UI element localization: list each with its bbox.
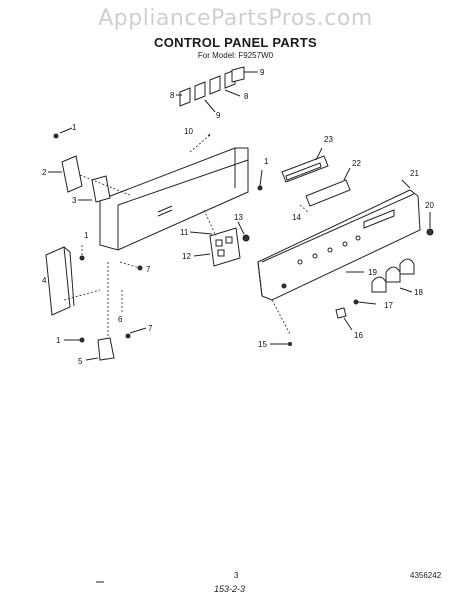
callout-2: 2 bbox=[42, 168, 47, 177]
handwritten-note: 153-2-3 bbox=[214, 584, 246, 594]
callout-7: 7 bbox=[148, 324, 153, 333]
callout-1: 1 bbox=[56, 336, 61, 345]
model-subtitle: For Model: F9257W0 bbox=[197, 51, 274, 60]
callout-1: 1 bbox=[72, 123, 77, 132]
callout-1: 1 bbox=[264, 157, 269, 166]
callout-12: 12 bbox=[182, 252, 191, 261]
callout-13: 13 bbox=[234, 213, 243, 222]
switch-board bbox=[281, 147, 351, 213]
callout-18: 18 bbox=[414, 288, 423, 297]
callout-1: 1 bbox=[84, 231, 89, 240]
bottom-bracket bbox=[64, 261, 147, 361]
timer-module bbox=[189, 209, 250, 267]
callout-15: 15 bbox=[258, 340, 267, 349]
callout-4: 4 bbox=[42, 276, 47, 285]
part-code: 4356242 bbox=[410, 571, 442, 580]
callout-7: 7 bbox=[146, 265, 151, 274]
callout-16: 16 bbox=[354, 331, 363, 340]
callout-8: 8 bbox=[170, 91, 175, 100]
callout-19: 19 bbox=[368, 268, 377, 277]
callout-20: 20 bbox=[425, 201, 434, 210]
callout-23: 23 bbox=[324, 135, 333, 144]
callout-14: 14 bbox=[292, 213, 301, 222]
callout-9: 9 bbox=[260, 68, 265, 77]
callout-3: 3 bbox=[72, 196, 77, 205]
page-title: CONTROL PANEL PARTS bbox=[154, 35, 317, 50]
callout-11: 11 bbox=[180, 228, 189, 237]
callout-8: 8 bbox=[244, 92, 249, 101]
callout-9: 9 bbox=[216, 111, 221, 120]
knob-group-top bbox=[176, 66, 258, 113]
page-number: 3 bbox=[234, 571, 239, 580]
end-cap bbox=[45, 245, 101, 316]
callout-labels: 1 1 1 1 2 3 4 5 6 7 7 8 8 9 9 10 11 12 1… bbox=[42, 68, 434, 366]
callout-21: 21 bbox=[410, 169, 419, 178]
callout-6: 6 bbox=[118, 315, 123, 324]
watermark: AppliancePartsPros.com bbox=[98, 6, 373, 31]
control-panel-front bbox=[257, 189, 421, 335]
callout-10: 10 bbox=[184, 127, 193, 136]
backguard-panel bbox=[99, 133, 249, 251]
callout-17: 17 bbox=[384, 301, 393, 310]
callout-22: 22 bbox=[352, 159, 361, 168]
knob-group-bottom bbox=[257, 169, 434, 346]
callout-5: 5 bbox=[78, 357, 83, 366]
side-bracket bbox=[48, 127, 131, 203]
